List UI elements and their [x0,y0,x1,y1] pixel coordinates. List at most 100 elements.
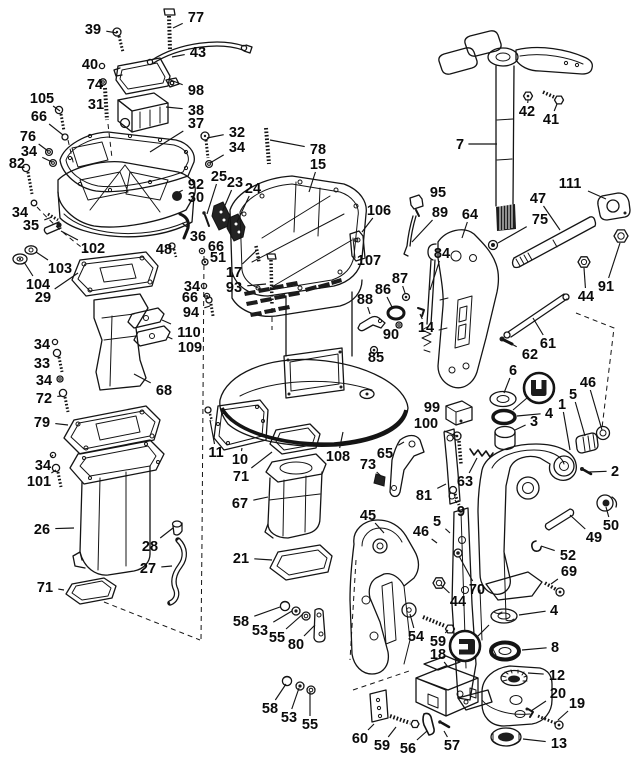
callout-75: 75 [532,212,548,228]
callout-48: 48 [156,242,172,258]
leader-line [440,584,450,594]
callout-98: 98 [188,83,204,99]
part-59-bolt [422,615,456,634]
callout-58: 58 [262,701,278,717]
part-21-gasket [269,544,333,581]
part-7-steering-arm [438,30,593,231]
callout-63: 63 [457,474,473,490]
part-82-screw [21,163,34,195]
leader-line [429,260,440,291]
part-55-washer [306,685,316,695]
callout-59: 59 [430,634,446,650]
leader-line [522,738,546,743]
leader-line [608,242,621,279]
part-58-cap [281,675,293,687]
leader-line [443,430,457,437]
part-45-stern-bracket [349,519,420,675]
callout-81: 81 [416,488,432,504]
callout-5: 5 [569,387,577,403]
part-87-nut [401,292,411,302]
leader-line [181,222,189,229]
callout-52: 52 [560,548,576,564]
leader-line [367,306,371,315]
part-42-nut [522,91,534,101]
callout-100: 100 [414,416,438,432]
part-70-nut [453,548,463,558]
leader-line [58,588,65,591]
callout-95: 95 [430,185,446,201]
callout-50: 50 [603,518,619,534]
leader-line [247,283,267,287]
callout-78: 78 [310,142,326,158]
leader-line [588,470,607,473]
part-53-nut [295,681,305,691]
callout-104: 104 [26,277,50,293]
callout-51: 51 [210,250,226,266]
callout-86: 86 [375,282,391,298]
leader-line [51,469,57,474]
part-73-plug [373,473,386,487]
callout-47: 47 [530,191,546,207]
part-55-washer [301,611,311,621]
callout-59: 59 [374,738,390,754]
seal-orientation-icon [448,624,490,663]
midsection-housing [219,291,409,447]
leader-line [308,171,316,193]
part-59-bolt [389,714,420,729]
callout-57: 57 [444,738,460,754]
part-4-wave-washer [490,608,518,624]
callout-44: 44 [578,289,594,305]
leader-line [543,205,561,231]
leader-line [443,661,449,668]
leader-line [159,527,174,539]
leader-line [516,413,541,417]
callout-4: 4 [545,406,553,422]
callout-27: 27 [140,561,156,577]
leader-line [437,483,447,489]
part-71-seal-ring [65,577,117,605]
part-25-pin [202,211,210,227]
callout-67: 67 [232,496,248,512]
leader-line [339,431,344,449]
callout-61: 61 [540,336,556,352]
callout-56: 56 [400,741,416,757]
callout-80: 80 [288,637,304,653]
callout-36: 36 [190,229,206,245]
leader-line [161,565,173,568]
leader-line [204,305,211,309]
callout-6: 6 [509,363,517,379]
callout-77: 77 [188,10,204,26]
leader-line [505,340,517,348]
leader-line [521,647,547,651]
part-64-tilt-bracket [437,229,500,389]
leader-line [431,538,438,544]
leader-line [165,106,183,110]
leader-line [171,53,185,58]
part-66-screw [198,247,206,255]
callout-12: 12 [549,668,565,684]
part-34-washer [204,159,214,169]
part-110-bracket [127,307,165,329]
callout-88: 88 [357,292,373,308]
leader-line [557,710,569,721]
part-34-washer [49,451,57,459]
leader-line [291,687,300,710]
leader-line [540,545,555,552]
leader-line [38,143,49,152]
part-9-screw [448,485,461,506]
leader-line [374,522,385,534]
callout-111: 111 [559,176,582,192]
stern-bracket-group [279,519,564,747]
part-102-dowel [43,221,62,235]
leader-line [254,558,273,561]
part-79-gasket [63,405,161,455]
callout-4: 4 [550,603,558,619]
part-61-ground-strap [503,293,570,339]
leader-line [52,105,61,112]
part-11-screw [204,406,214,422]
callout-53: 53 [252,623,268,639]
leader-line [550,578,559,585]
part-92-grommet [172,191,182,201]
